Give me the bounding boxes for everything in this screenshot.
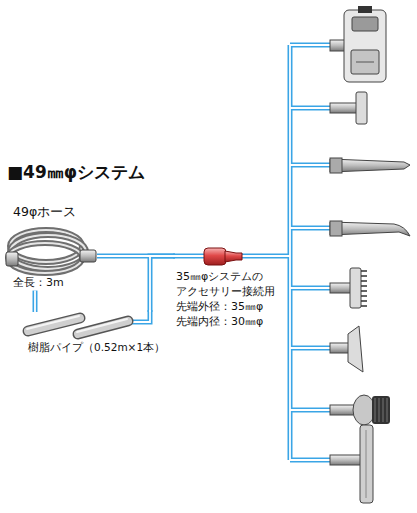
nozzle-detail: [351, 50, 379, 74]
small-nozzle: [330, 92, 367, 124]
pipe-outline: [28, 318, 80, 331]
nozzle-neck: [330, 283, 352, 293]
round-brush: [330, 395, 390, 425]
nozzle-detail: [356, 62, 374, 63]
pipe-connector: [33, 291, 38, 312]
pipe-connector-inner: [34, 291, 36, 312]
nozzle-head: [344, 10, 386, 82]
brush-bristles: [375, 398, 387, 422]
part-spec: 全長：3m: [13, 276, 95, 290]
nozzle-neck: [330, 343, 350, 353]
part-node: 35㎜φシステムの アクセサリー接続用 先端外径：35㎜φ 先端内径：30㎜φ: [175, 244, 289, 329]
curved-crevice-tool: [330, 221, 410, 236]
floor-nozzle: [330, 6, 386, 82]
brush-body: [353, 395, 375, 425]
branch-trunk-inner: [290, 45, 331, 460]
adapter-body: [204, 248, 226, 265]
brush-neck: [330, 405, 356, 415]
pipe-connector-inner: [150, 256, 175, 312]
hose-cuff: [80, 250, 96, 262]
hose-coil: [8, 243, 82, 273]
part-node: 49φホース全長：3m: [5, 204, 97, 291]
crevice-ring: [330, 158, 342, 173]
hose-cuff: [6, 252, 18, 266]
nozzle-neck: [330, 103, 358, 113]
pipe-outline: [78, 321, 128, 334]
nozzle-head: [348, 326, 363, 372]
part-node: 樹脂パイプ（0.52m×1本）: [22, 312, 172, 355]
hose-coil: [8, 243, 82, 273]
adapter-illustration: [204, 248, 242, 265]
part-name: 樹脂パイプ（0.52m×1本）: [28, 341, 170, 355]
pipe: [78, 321, 128, 334]
pipe-shine: [77, 319, 127, 332]
wand-nozzle: [330, 425, 373, 503]
pipe: [28, 318, 80, 331]
adapter-tip: [225, 251, 242, 262]
upholstery-nozzle: [330, 326, 363, 372]
diagram-title: ■49㎜φシステム: [7, 161, 145, 183]
wand-neck: [330, 455, 362, 465]
pipe-stub-inner: [131, 310, 150, 322]
crevice-body: [330, 222, 410, 236]
resin-pipe-illustration: [27, 316, 128, 334]
part-name: 49φホース: [13, 204, 95, 220]
crevice-ring: [330, 221, 342, 236]
wand-slot: [366, 430, 367, 498]
adapter-spec: 35㎜φシステムの アクセサリー接続用 先端外径：35㎜φ 先端内径：30㎜φ: [176, 270, 286, 329]
dusting-nozzle: [330, 268, 367, 308]
nozzle-clip: [358, 6, 372, 13]
pipe-stub: [131, 310, 150, 322]
pipe-connector: [150, 256, 175, 312]
hose-illustration: [6, 230, 96, 273]
bristles: [361, 271, 367, 306]
crevice-body: [330, 159, 410, 172]
wand-head: [360, 425, 373, 503]
pipe-shine: [27, 316, 79, 329]
crevice-tool: [330, 158, 410, 173]
brush-bristles: [372, 396, 390, 424]
nozzle-detail: [352, 17, 378, 31]
nozzle-head: [356, 92, 367, 124]
branch-trunk: [290, 45, 331, 460]
nozzle-head: [350, 268, 361, 308]
